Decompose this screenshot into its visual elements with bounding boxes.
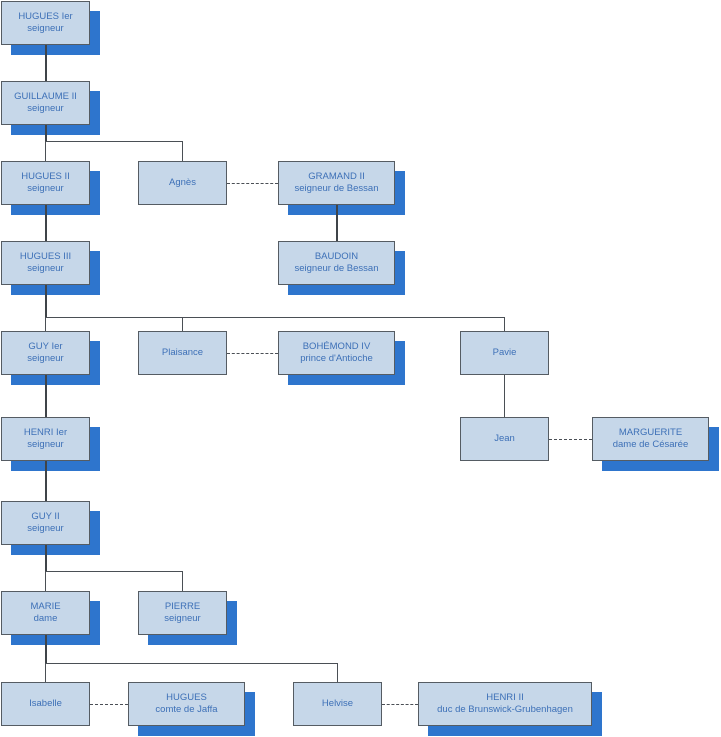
edge-hugues1-guillaume2 [45, 45, 47, 81]
node-marguerite[interactable]: MARGUERITE dame de Césarée [592, 417, 709, 461]
edge-marie-drop [45, 635, 47, 664]
edge-pavie-jean [504, 375, 505, 417]
node-pierre-line1: PIERRE [164, 601, 201, 612]
node-pierre[interactable]: PIERRE seigneur [138, 591, 227, 635]
node-gramand2[interactable]: GRAMAND II seigneur de Bessan [278, 161, 395, 205]
node-hugues1[interactable]: HUGUES Ier seigneur [1, 1, 90, 45]
node-guillaume2-line2: seigneur [27, 103, 64, 114]
node-guillaume2-line1: GUILLAUME II [14, 91, 77, 102]
marriage-plaisance-bohemond4 [227, 353, 278, 354]
node-henri1[interactable]: HENRI Ier seigneur [1, 417, 90, 461]
node-hugues2-line1: HUGUES II [21, 171, 70, 182]
node-guy2[interactable]: GUY II seigneur [1, 501, 90, 545]
node-baudoin-line2: seigneur de Bessan [294, 263, 379, 274]
node-helvise-line1: Helvise [321, 698, 354, 709]
edge-gramand2-baudoin [336, 205, 338, 241]
edge-bus-to-pavie [504, 317, 505, 331]
node-henri1-line2: seigneur [27, 439, 64, 450]
edge-bus-to-plaisance [182, 317, 183, 331]
edge-hugues3-drop [45, 285, 47, 318]
node-bohemond4[interactable]: BOHÉMOND IV prince d'Antioche [278, 331, 395, 375]
node-guy2-line2: seigneur [27, 523, 64, 534]
node-marie[interactable]: MARIE dame [1, 591, 90, 635]
node-henri1-line1: HENRI Ier [23, 427, 68, 438]
edge-bus-to-isabelle [45, 663, 46, 682]
node-hugues1-line1: HUGUES Ier [18, 11, 73, 22]
node-baudoin[interactable]: BAUDOIN seigneur de Bessan [278, 241, 395, 285]
node-bohemond4-line2: prince d'Antioche [300, 353, 373, 364]
marriage-agnes-gramand2 [227, 183, 278, 184]
node-helvise[interactable]: Helvise [293, 682, 382, 726]
node-pavie-line1: Pavie [492, 347, 517, 358]
node-hugues3-line1: HUGUES III [19, 251, 72, 262]
edge-bus-to-guy1 [45, 317, 46, 331]
marriage-jean-marguerite [549, 439, 592, 440]
node-pierre-line2: seigneur [164, 613, 201, 624]
edge-bus-marie [45, 663, 338, 664]
node-plaisance-line1: Plaisance [161, 347, 204, 358]
node-henri2-line1: HENRI II [486, 692, 524, 703]
edge-guy2-drop [45, 545, 47, 572]
node-marguerite-line1: MARGUERITE [618, 427, 683, 438]
edge-bus-to-pierre [182, 571, 183, 591]
marriage-isabelle-hugues [90, 704, 128, 705]
node-hugues-jaffa-line1: HUGUES [166, 692, 207, 703]
edge-bus-guy2 [45, 571, 183, 572]
node-guillaume2[interactable]: GUILLAUME II seigneur [1, 81, 90, 125]
edge-bus-guillaume2 [45, 141, 183, 142]
node-jean[interactable]: Jean [460, 417, 549, 461]
node-agnes-line1: Agnès [169, 177, 196, 188]
node-guy1[interactable]: GUY Ier seigneur [1, 331, 90, 375]
edge-guillaume2-drop [45, 125, 47, 142]
edge-guy1-henri1 [45, 375, 47, 417]
node-agnes[interactable]: Agnès [138, 161, 227, 205]
node-marie-line2: dame [33, 613, 58, 624]
node-henri2[interactable]: HENRI II duc de Brunswick-Grubenhagen [418, 682, 592, 726]
node-gramand2-line1: GRAMAND II [308, 171, 365, 182]
node-bohemond4-line1: BOHÉMOND IV [302, 341, 371, 352]
node-baudoin-line1: BAUDOIN [314, 251, 359, 262]
node-hugues2[interactable]: HUGUES II seigneur [1, 161, 90, 205]
node-isabelle[interactable]: Isabelle [1, 682, 90, 726]
node-hugues-jaffa[interactable]: HUGUES comte de Jaffa [128, 682, 245, 726]
node-hugues3[interactable]: HUGUES III seigneur [1, 241, 90, 285]
edge-bus-to-hugues2 [45, 141, 46, 161]
node-isabelle-line1: Isabelle [29, 698, 62, 709]
node-hugues-jaffa-line2: comte de Jaffa [155, 704, 218, 715]
node-guy2-line1: GUY II [31, 511, 60, 522]
edge-hugues2-hugues3 [45, 205, 47, 241]
node-jean-line1: Jean [494, 433, 515, 444]
marriage-helvise-henri2 [382, 704, 418, 705]
edge-henri1-guy2 [45, 461, 47, 501]
node-hugues1-line2: seigneur [27, 23, 64, 34]
edge-bus-to-marie [45, 571, 46, 591]
node-guy1-line1: GUY Ier [28, 341, 63, 352]
node-hugues2-line2: seigneur [27, 183, 64, 194]
edge-bus-hugues3 [45, 317, 505, 318]
node-guy1-line2: seigneur [27, 353, 64, 364]
node-plaisance[interactable]: Plaisance [138, 331, 227, 375]
node-marguerite-line2: dame de Césarée [612, 439, 689, 450]
node-henri2-line2: duc de Brunswick-Grubenhagen [437, 704, 573, 715]
node-gramand2-line2: seigneur de Bessan [294, 183, 379, 194]
edge-bus-to-helvise [337, 663, 338, 682]
node-pavie[interactable]: Pavie [460, 331, 549, 375]
edge-bus-to-agnes [182, 141, 183, 161]
node-hugues3-line2: seigneur [27, 263, 64, 274]
node-marie-line1: MARIE [30, 601, 61, 612]
